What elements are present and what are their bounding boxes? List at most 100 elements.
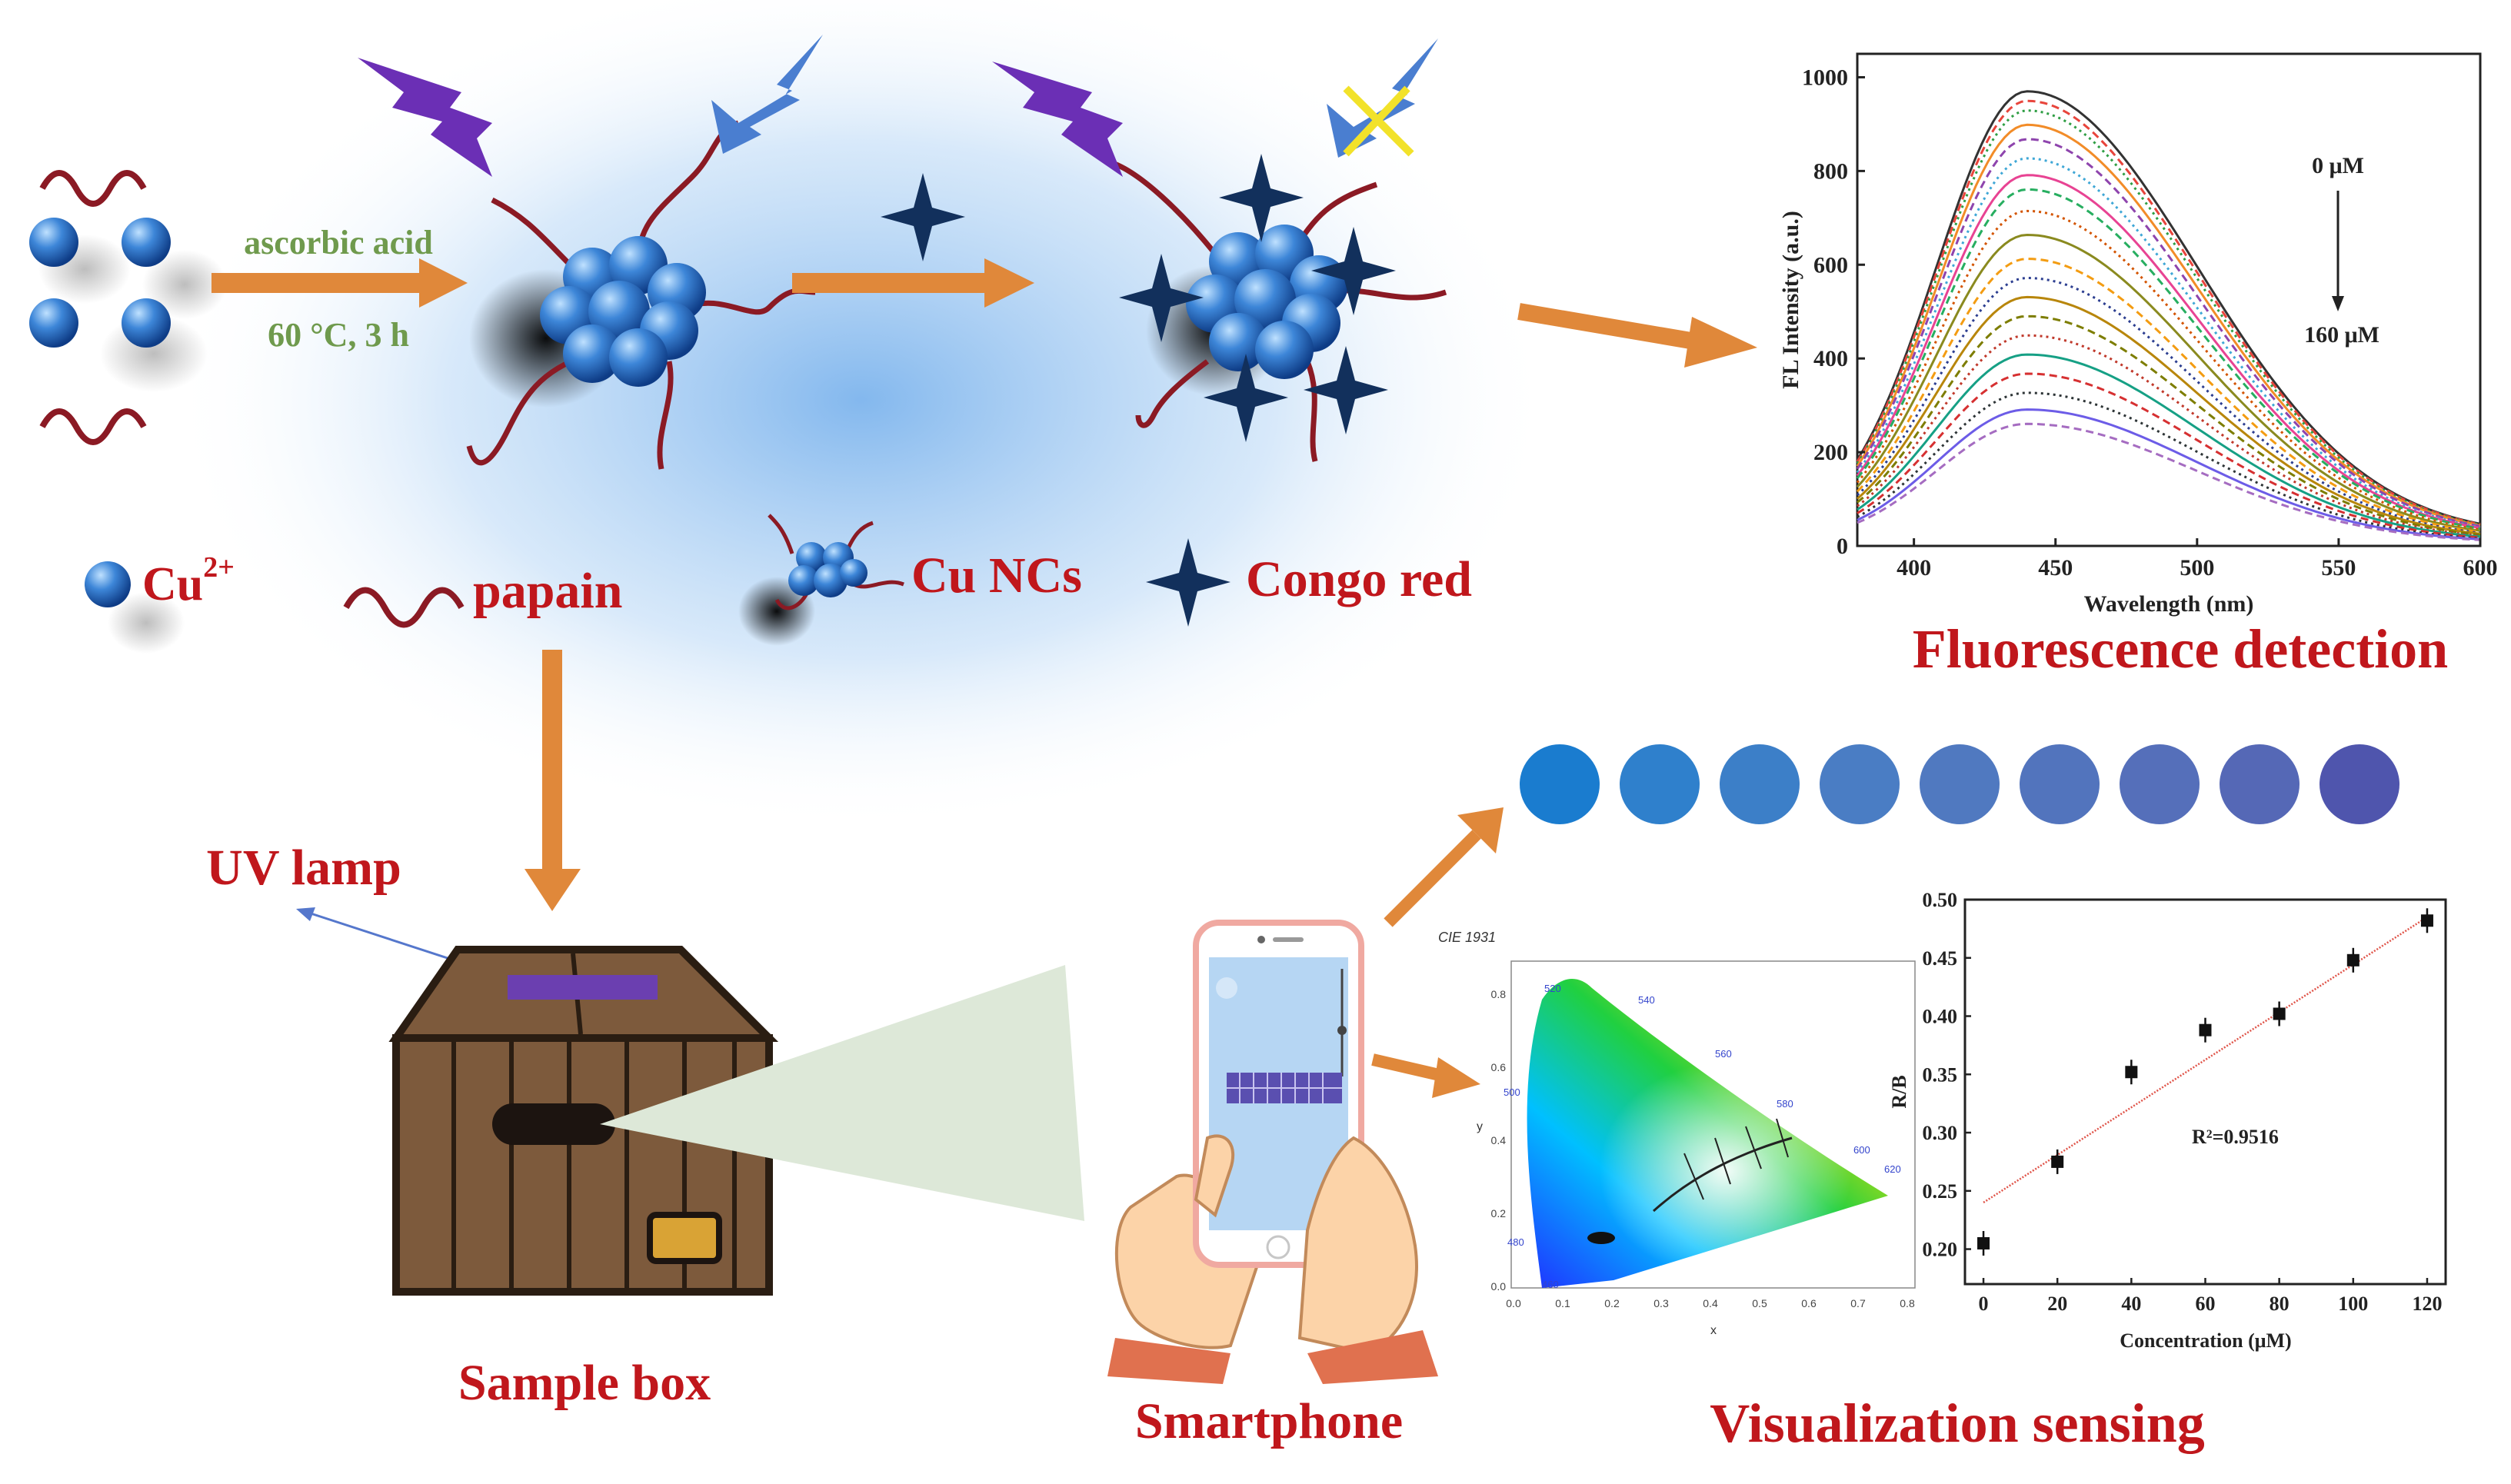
papain-legend-icon xyxy=(343,587,465,628)
papain-wave-icon xyxy=(39,408,147,445)
sleeve-left xyxy=(1107,1338,1231,1384)
papain-legend-label: papain xyxy=(473,563,622,619)
cu-ion-sphere-icon xyxy=(29,298,78,348)
fluorescence-series-line xyxy=(1856,138,2481,527)
fluorescence-detection-title: Fluorescence detection xyxy=(1913,618,2448,680)
shadow-blob xyxy=(108,592,185,654)
fluorescence-plot-frame xyxy=(1856,52,2482,547)
to-fluorescence-arrow xyxy=(1517,303,1701,351)
papain-chain xyxy=(1107,158,1217,256)
fluorescence-series-line xyxy=(1856,90,2481,525)
fluorescence-series-line xyxy=(1856,188,2481,530)
cie-planckian-locus xyxy=(1652,1136,1793,1213)
uv-lamp-label: UV lamp xyxy=(206,840,401,896)
thumb-left xyxy=(1194,1134,1235,1218)
down-arrow-head xyxy=(525,869,581,911)
cu-ion-sphere-icon xyxy=(29,218,78,267)
rb-plot-frame xyxy=(1963,898,2447,1286)
cie-y-tick-label: 0.0 xyxy=(1491,1280,1507,1293)
sleeve-right xyxy=(1307,1330,1438,1384)
congo-red-star-icon xyxy=(881,173,965,261)
cie-x-tick-label: 0.1 xyxy=(1555,1297,1570,1309)
rb-data-point xyxy=(2051,1155,2064,1168)
process-arrow xyxy=(792,273,984,293)
quenched-emission-lightning-icon xyxy=(1327,38,1438,158)
cie-y-tick-label: 0.6 xyxy=(1491,1061,1507,1073)
rb-y-tick-label: 0.45 xyxy=(1923,947,1958,970)
rb-data-points xyxy=(1977,908,2433,1256)
sample-box xyxy=(388,946,779,1296)
sample-box-planks xyxy=(451,1042,737,1288)
rb-y-tick-label: 0.50 xyxy=(1923,889,1958,911)
uv-lamp-pointer-head xyxy=(296,907,315,921)
rb-x-tick-label: 80 xyxy=(2270,1293,2290,1315)
cie-y-ticks: 0.00.20.40.60.8 xyxy=(1491,988,1507,1293)
fluorescence-x-axis-label: Wavelength (nm) xyxy=(2084,591,2254,617)
legend-row: Cu2+ papain Cu NCs Congo red xyxy=(85,514,1472,654)
cu-nc-legend-sphere xyxy=(840,559,868,587)
color-circle xyxy=(1920,744,2000,824)
rb-y-tick-label: 0.20 xyxy=(1923,1239,1958,1261)
fluorescence-x-tick-label: 550 xyxy=(2321,555,2356,581)
cie-x-tick-label: 0.7 xyxy=(1850,1297,1866,1309)
fluorescence-y-tick-label: 0 xyxy=(1837,534,1848,559)
fluorescence-y-axis-label: FL Intensity (a.u.) xyxy=(1778,211,1803,389)
rb-y-ticks: 0.200.250.300.350.400.450.50 xyxy=(1923,889,1971,1261)
congo-red-legend-label: Congo red xyxy=(1246,551,1472,607)
process-arrow-head xyxy=(984,258,1034,308)
rb-x-tick-label: 120 xyxy=(2412,1293,2442,1315)
cie-title: CIE 1931 xyxy=(1438,930,1496,945)
cie-x-tick-label: 0.0 xyxy=(1506,1297,1521,1309)
rb-x-tick-label: 60 xyxy=(2196,1293,2216,1315)
quench-cross-icon xyxy=(1343,85,1414,157)
rb-data-point xyxy=(2346,953,2359,967)
fluorescence-y-tick-label: 800 xyxy=(1813,158,1848,184)
cu-ion-legend-icon xyxy=(85,561,131,607)
fluorescence-y-tick-label: 600 xyxy=(1813,252,1848,278)
cie-y-tick-label: 0.4 xyxy=(1491,1134,1507,1146)
fluorescence-series-line xyxy=(1856,174,2481,530)
cie-y-axis-label: y xyxy=(1477,1120,1483,1133)
to-cie-arrow-head xyxy=(1432,1057,1480,1098)
congo-red-star-icon xyxy=(1204,354,1288,442)
rb-data-point xyxy=(2273,1007,2286,1020)
down-arrow xyxy=(542,650,562,869)
fluorescence-series-line xyxy=(1857,334,2481,537)
sample-box-handle xyxy=(647,1212,722,1264)
cie-wavelength-label: 580 xyxy=(1777,1098,1793,1110)
rb-data-point xyxy=(2199,1023,2212,1036)
fluorescence-series-line xyxy=(1856,99,2481,526)
fluorescence-series-line xyxy=(1856,157,2481,528)
papain-chain xyxy=(768,514,794,554)
cie-sample-points xyxy=(1587,1232,1615,1244)
smartphone-camera-dot xyxy=(1257,936,1265,943)
fluorescence-y-tick-label: 200 xyxy=(1813,440,1848,465)
smartphone xyxy=(1107,920,1438,1384)
hand-right xyxy=(1297,1136,1418,1356)
rb-data-point xyxy=(2420,914,2433,927)
cie-wavelength-label: 500 xyxy=(1504,1086,1520,1098)
synthesis-condition-label: 60 °C, 3 h xyxy=(268,316,409,354)
papain-chain xyxy=(466,351,593,466)
fluorescence-series-group xyxy=(1856,90,2481,541)
rb-y-tick-label: 0.25 xyxy=(1923,1180,1958,1203)
sample-box-label: Sample box xyxy=(458,1355,711,1411)
cie-wavelength-label: 480 xyxy=(1507,1236,1524,1248)
fluorescence-x-tick-label: 600 xyxy=(2463,555,2498,581)
color-circle xyxy=(1620,744,1700,824)
papain-wave-icon xyxy=(39,170,147,207)
to-fluorescence-arrow-head xyxy=(1684,317,1757,368)
papain-chain xyxy=(657,361,674,470)
cu-nc-legend-sphere xyxy=(788,565,819,596)
cie-x-tick-label: 0.8 xyxy=(1900,1297,1915,1309)
cie-x-tick-label: 0.3 xyxy=(1653,1297,1669,1309)
papain-chain xyxy=(774,591,810,611)
app-color-grid xyxy=(1227,1073,1342,1103)
fluorescence-series-line xyxy=(1857,408,2481,541)
cu-nc-legend-sphere xyxy=(814,564,848,597)
fluorescence-series-line xyxy=(1856,123,2481,527)
congo-red-legend-icon xyxy=(1146,538,1231,627)
